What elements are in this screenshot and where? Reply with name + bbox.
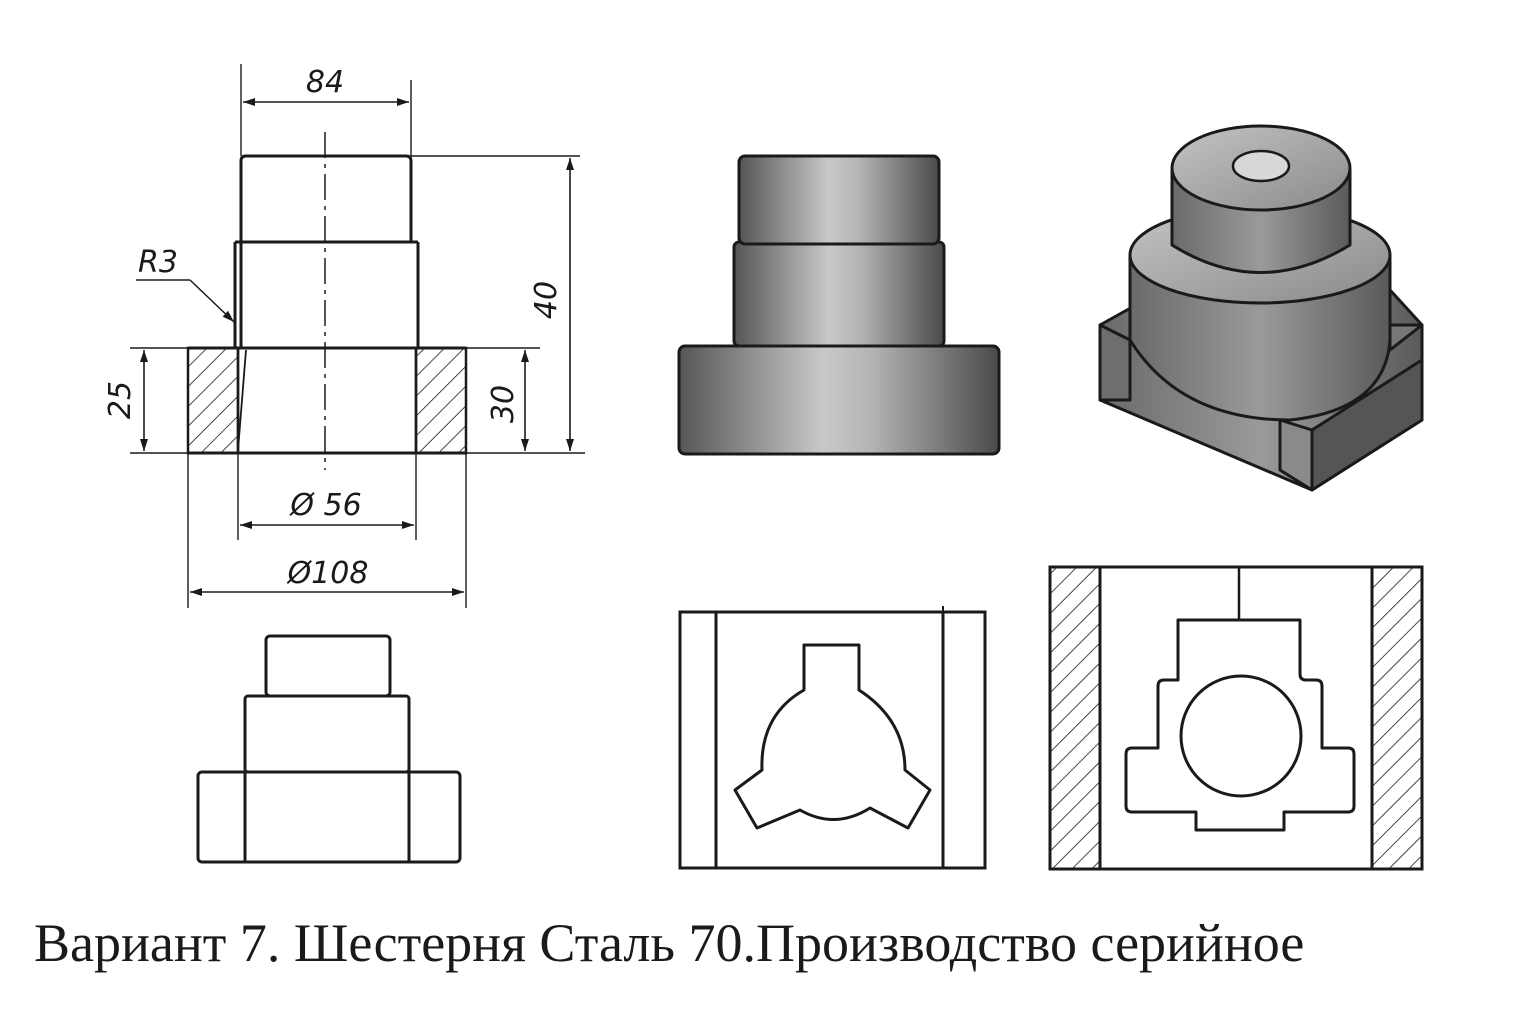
flange-section-right	[414, 346, 468, 455]
side-section-view	[1048, 565, 1424, 871]
top-boss-outline	[239, 154, 413, 348]
shaded-front-view	[677, 154, 1001, 456]
drawing-caption: Вариант 7. Шестерня Сталь 70.Производств…	[34, 913, 1305, 973]
dim-text-d108: Ø108	[286, 556, 369, 591]
isometric-view	[1098, 124, 1424, 492]
dim-text-30: 30	[486, 385, 521, 423]
front-view	[196, 634, 462, 864]
section-view	[130, 64, 585, 608]
dim-text-r3: R3	[138, 245, 178, 280]
top-view	[678, 606, 987, 870]
flange-section-left	[186, 346, 240, 455]
dim-text-40: 40	[529, 281, 564, 319]
dim-text-84: 84	[306, 65, 344, 100]
dim-text-d56: Ø 56	[288, 488, 361, 523]
dim-text-25: 25	[103, 381, 138, 419]
